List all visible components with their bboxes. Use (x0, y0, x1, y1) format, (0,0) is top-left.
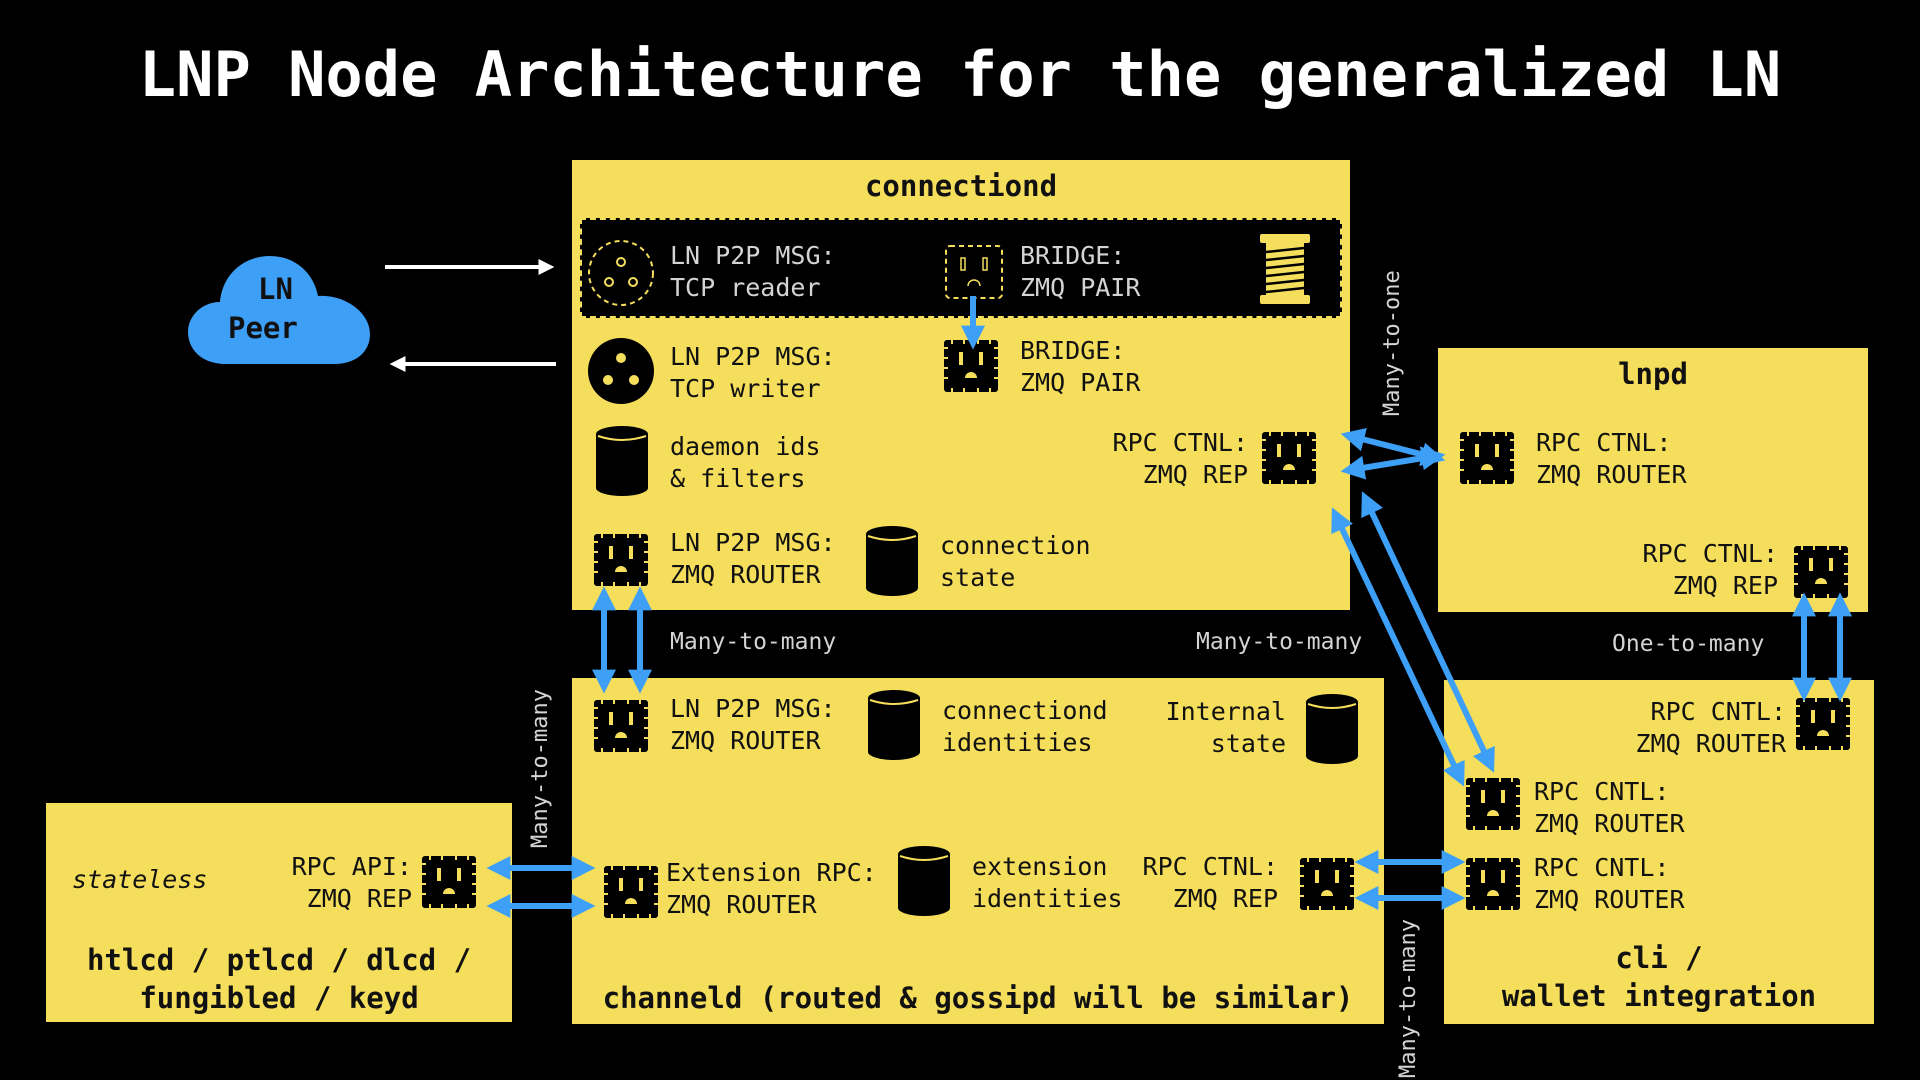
channeld-box (572, 678, 1384, 1024)
internal-state-line2: state (1210, 729, 1286, 758)
daemon-ids-line2: & filters (670, 464, 806, 493)
p2p-router-line2: ZMQ ROUTER (670, 560, 821, 589)
bridge-bottom-line1: BRIDGE: (1020, 336, 1126, 365)
channeld-title: channeld (routed & gossipd will be simil… (602, 981, 1354, 1015)
channeld-p2p-router-line2: ZMQ ROUTER (670, 726, 821, 755)
channeld-rpc-ctnl-line2: ZMQ REP (1172, 884, 1278, 913)
cli-bot-socket-icon (1466, 858, 1520, 910)
lnpd-rep-line2: ZMQ REP (1672, 571, 1778, 600)
daemon-ids-database-icon (596, 426, 648, 496)
plug-socket-dashed-icon (588, 240, 654, 306)
lnpd-router-line2: ZMQ ROUTER (1536, 460, 1687, 489)
lnpd-router-socket-icon (1460, 432, 1514, 484)
plug-socket-icon (588, 338, 654, 404)
extension-identities-line1: extension (972, 852, 1108, 881)
edge-label-one-to-many: One-to-many (1612, 631, 1765, 657)
cloud-icon (188, 256, 370, 364)
htlcd-box (46, 803, 512, 1022)
tcp-reader-line2: TCP reader (670, 273, 821, 302)
connectiond-router-socket-icon (594, 534, 648, 586)
tcp-writer-line1: LN P2P MSG: (670, 342, 836, 371)
lnpd-title: lnpd (1618, 357, 1688, 391)
extension-rpc-line1: Extension RPC: (666, 858, 877, 887)
p2p-router-line1: LN P2P MSG: (670, 528, 836, 557)
cli-cntl-bot-line2: ZMQ ROUTER (1534, 885, 1685, 914)
connectiond-identities-line1: connectiond (942, 696, 1108, 725)
channeld-p2p-router-line1: LN P2P MSG: (670, 694, 836, 723)
connectiond-title: connectiond (864, 169, 1058, 203)
extension-identities-database-icon (898, 846, 950, 916)
cli-cntl-mid-line2: ZMQ ROUTER (1534, 809, 1685, 838)
rpc-api-socket-icon (422, 856, 476, 908)
extension-rpc-socket-icon (604, 866, 658, 918)
conn-lnpd-arrow-2 (1340, 446, 1446, 480)
cli-title-line2: wallet integration (1501, 979, 1817, 1013)
connectiond-rpc-ctnl-line2: ZMQ REP (1142, 460, 1248, 489)
cli-cntl-mid-line1: RPC CNTL: (1534, 777, 1670, 806)
channeld-rep-socket-icon (1300, 858, 1354, 910)
edge-label-many-to-many-a: Many-to-many (670, 629, 837, 655)
channeld-router-socket-icon (594, 700, 648, 752)
connectiond-identities-line2: identities (942, 728, 1093, 757)
connectiond-rpc-ctnl-line1: RPC CTNL: (1112, 428, 1248, 457)
conn-lnpd-arrow-1 (1340, 427, 1446, 467)
cli-mid-socket-icon (1466, 778, 1520, 830)
conn-cli-arrow-2 (1361, 491, 1495, 773)
tcp-writer-line2: TCP writer (670, 374, 821, 403)
htlcd-title-line2: fungibled / keyd (139, 981, 419, 1015)
cli-cntl-bot-line1: RPC CNTL: (1534, 853, 1670, 882)
cli-cntl-top-line1: RPC CNTL: (1650, 697, 1786, 726)
daemon-ids-line1: daemon ids (670, 432, 821, 461)
bridge-top-line2: ZMQ PAIR (1020, 273, 1141, 302)
channeld-rpc-ctnl-line1: RPC CTNL: (1142, 852, 1278, 881)
lnpd-rep-socket-icon (1794, 546, 1848, 598)
rpc-api-line2: ZMQ REP (306, 884, 412, 913)
connection-state-line1: connection (940, 531, 1091, 560)
extension-identities-line2: identities (972, 884, 1123, 913)
htlcd-title-line1: htlcd / ptlcd / dlcd / (86, 943, 472, 977)
extension-rpc-line2: ZMQ ROUTER (666, 890, 817, 919)
bridge-bottom-line2: ZMQ PAIR (1020, 368, 1141, 397)
connection-state-database-icon (866, 526, 918, 596)
cli-cntl-top-line2: ZMQ ROUTER (1635, 729, 1786, 758)
peer-label-line1: LN (258, 272, 293, 306)
cli-title-line1: cli / (1615, 941, 1703, 975)
stateless-label: stateless (72, 865, 208, 894)
connectiond-rpc-socket-icon (1262, 432, 1316, 484)
peer-label-line2: Peer (228, 311, 298, 345)
rpc-api-line1: RPC API: (291, 852, 412, 881)
internal-state-database-icon (1306, 694, 1358, 764)
lnpd-rep-line1: RPC CTNL: (1642, 539, 1778, 568)
cli-top-socket-icon (1796, 698, 1850, 750)
tcp-reader-line1: LN P2P MSG: (670, 241, 836, 270)
bridge-zmq-socket-icon (944, 340, 998, 392)
internal-state-line1: Internal (1165, 697, 1286, 726)
connectiond-identities-database-icon (868, 690, 920, 760)
thread-spool-icon (1260, 234, 1310, 304)
page-title: LNP Node Architecture for the generalize… (138, 38, 1782, 111)
bridge-top-line1: BRIDGE: (1020, 241, 1126, 270)
lnpd-router-line1: RPC CTNL: (1536, 428, 1672, 457)
connection-state-line2: state (940, 563, 1016, 592)
